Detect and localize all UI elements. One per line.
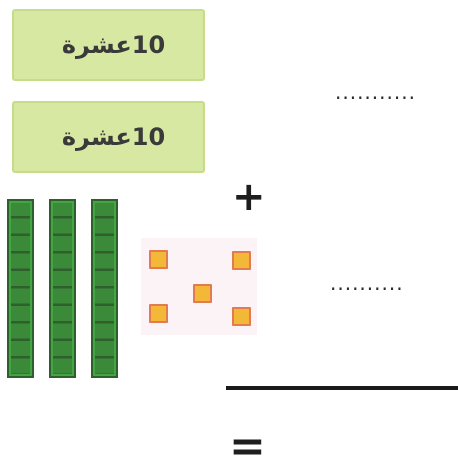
tens-card-1-number: 10 xyxy=(131,31,166,59)
plus-sign: + xyxy=(232,174,266,220)
tens-card-2-word: عشرة xyxy=(61,123,132,151)
unit-cube xyxy=(149,250,168,269)
tens-rod xyxy=(49,199,76,378)
unit-cube xyxy=(193,284,212,303)
equals-sign: = xyxy=(229,421,266,472)
unit-cube xyxy=(232,251,251,270)
unit-cube xyxy=(149,304,168,323)
answer-blank-1[interactable]: ........... xyxy=(335,80,416,104)
tens-card-2: 10 عشرة xyxy=(12,101,205,173)
answer-blank-2[interactable]: .......... xyxy=(330,271,404,295)
tens-rod xyxy=(7,199,34,378)
tens-card-1-word: عشرة xyxy=(61,31,132,59)
tens-card-1: 10 عشرة xyxy=(12,9,205,81)
tens-rod xyxy=(91,199,118,378)
sum-line xyxy=(226,386,458,390)
tens-card-2-number: 10 xyxy=(131,123,166,151)
unit-cube xyxy=(232,307,251,326)
